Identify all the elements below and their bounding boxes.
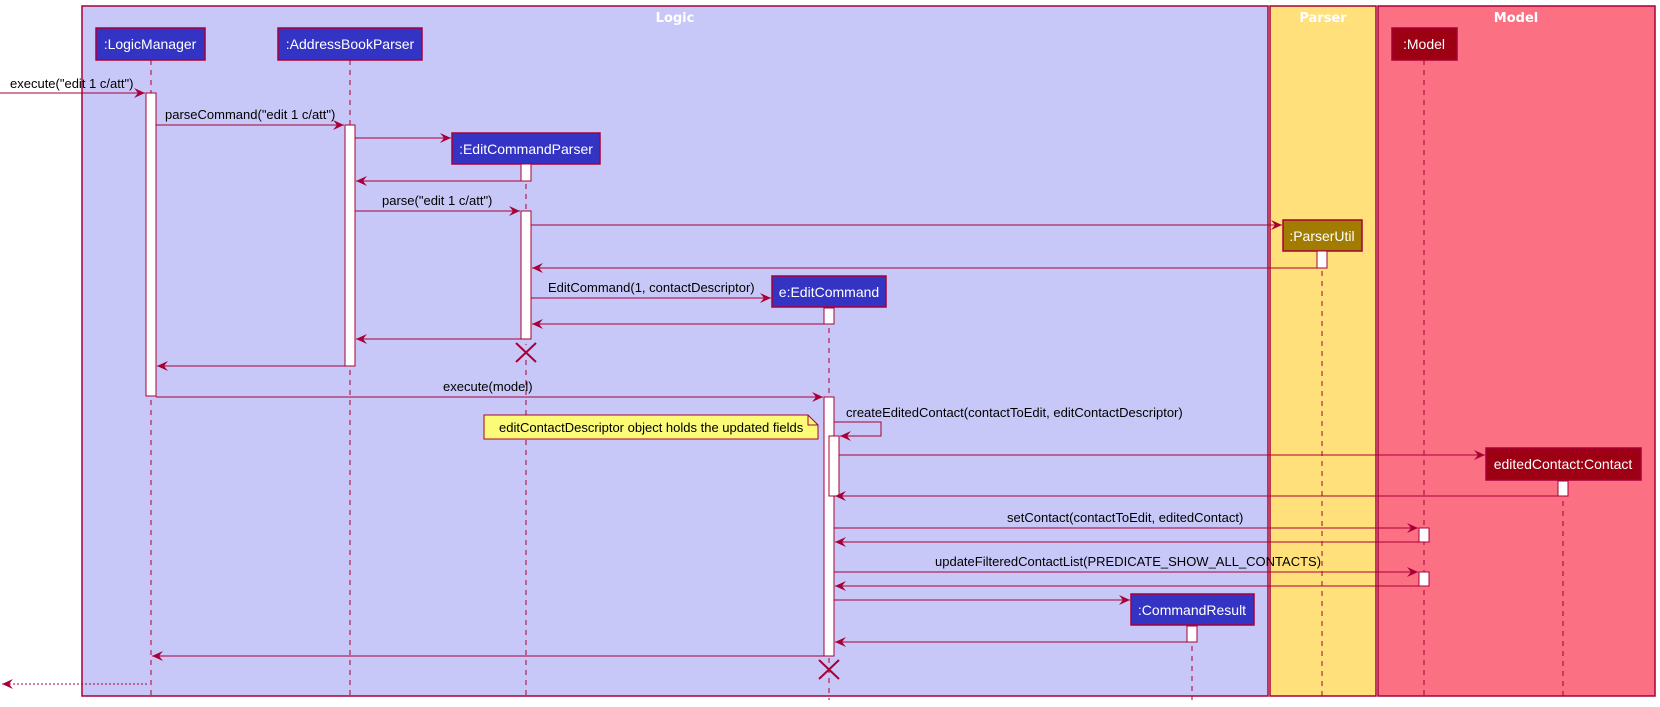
activation-commandresult — [1186, 625, 1198, 643]
participant-editcommandparser: :EditCommandParser — [451, 132, 601, 165]
participant-label: :EditCommandParser — [459, 141, 593, 157]
message-label-execute-model: execute(model) — [443, 379, 533, 394]
activation-parserutil — [1316, 250, 1328, 269]
participant-label: :Model — [1403, 36, 1445, 52]
destroy-icon-editcommand — [818, 659, 840, 680]
participant-editedcontact: editedContact:Contact — [1485, 447, 1642, 481]
participant-label: e:EditCommand — [779, 284, 879, 300]
participant-label: :ParserUtil — [1289, 228, 1354, 244]
note: editContactDescriptor object holds the u… — [483, 414, 819, 440]
activation-model-1 — [1418, 527, 1430, 543]
participant-label: :AddressBookParser — [286, 36, 415, 52]
activation-editcommand-2 — [823, 396, 835, 657]
destroy-icon-editcommandparser — [515, 342, 537, 363]
activation-editcommandparser-2 — [520, 210, 532, 340]
participant-model: :Model — [1391, 27, 1458, 61]
activation-model-2 — [1418, 571, 1430, 587]
frame-parser: Parser — [1269, 5, 1377, 697]
message-arrow-self-call — [834, 421, 882, 441]
message-label-setcontact: setContact(contactToEdit, editedContact) — [1007, 510, 1243, 525]
participant-addressbookparser: :AddressBookParser — [277, 27, 423, 61]
message-label-parsecommand: parseCommand("edit 1 c/att") — [165, 107, 335, 122]
activation-editedcontact — [1557, 480, 1569, 497]
frame-logic: Logic — [81, 5, 1269, 697]
participant-commandresult: :CommandResult — [1130, 593, 1255, 626]
frame-title-model: Model — [1494, 11, 1538, 26]
message-label-editcommand: EditCommand(1, contactDescriptor) — [548, 280, 755, 295]
participant-editcommand: e:EditCommand — [771, 275, 887, 308]
activation-editcommand-self — [828, 435, 840, 497]
activation-editcommandparser-1 — [520, 163, 532, 182]
frame-title-logic: Logic — [656, 11, 695, 26]
frame-model: Model — [1377, 5, 1656, 697]
participant-label: :CommandResult — [1138, 602, 1246, 618]
message-label-execute: execute("edit 1 c/att") — [10, 76, 133, 91]
frame-title-parser: Parser — [1299, 11, 1347, 26]
activation-logicmanager — [145, 92, 157, 397]
activation-addressbookparser — [344, 124, 356, 367]
participant-parserutil: :ParserUtil — [1282, 219, 1363, 252]
activation-editcommand-1 — [823, 307, 835, 325]
message-label-createeditedcontact: createEditedContact(contactToEdit, editC… — [846, 405, 1183, 420]
participant-label: editedContact:Contact — [1494, 456, 1633, 472]
participant-logicmanager: :LogicManager — [95, 27, 206, 61]
note-text: editContactDescriptor object holds the u… — [499, 420, 804, 435]
message-label-updatefiltered: updateFilteredContactList(PREDICATE_SHOW… — [935, 554, 1321, 569]
participant-label: :LogicManager — [104, 36, 197, 52]
message-label-parse: parse("edit 1 c/att") — [382, 193, 492, 208]
